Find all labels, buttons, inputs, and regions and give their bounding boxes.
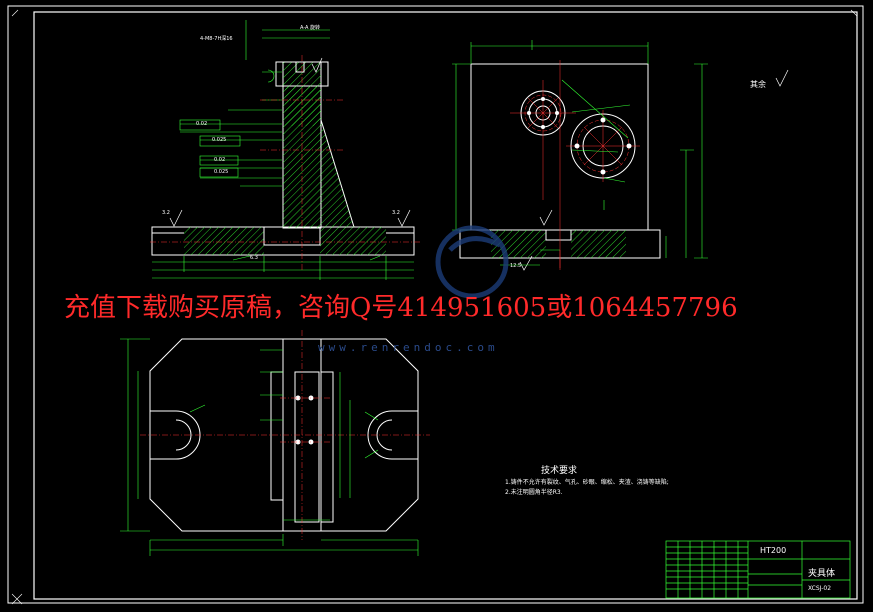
material: HT200 (760, 546, 787, 555)
surface-note: 其余 (750, 80, 766, 89)
part-name: 夹具体 (808, 569, 836, 579)
top-dims (120, 338, 419, 556)
tol-4: 0.025 (214, 169, 229, 175)
rough-1: 3.2 (162, 210, 170, 216)
roughness-symbols (169, 57, 789, 271)
tol-2: 0.025 (212, 137, 227, 143)
tol-1: 0.02 (196, 121, 208, 127)
hole-callout: 4-M8-7H深16 (200, 36, 233, 42)
side-small-holes (527, 97, 632, 175)
rough-4: 6.3 (250, 255, 258, 261)
notes-title: 技术要求 (541, 466, 578, 476)
title-block (665, 540, 851, 599)
notes-line-1: 1.铸件不允许有裂纹、气孔、砂眼、缩松、夹渣、浇铸等缺陷; (505, 479, 669, 486)
top-holes (295, 395, 314, 445)
watermark-site: www.renrendoc.com (318, 341, 499, 354)
front-view (151, 61, 415, 256)
section-label: A-A 旋转 (300, 25, 321, 31)
drawing-number: XCSJ-02 (808, 585, 832, 592)
top-centerlines (140, 330, 430, 540)
rough-3: 12.5 (510, 263, 522, 269)
outer-frame (7, 5, 864, 604)
tol-3: 0.02 (214, 157, 226, 163)
rough-2: 3.2 (392, 210, 400, 216)
watermark-text: 充值下载购买原稿，咨询Q号414951605或1064457796 (64, 293, 738, 323)
corner-mark (11, 593, 23, 605)
notes-line-2: 2.未注明圆角半径R3. (505, 489, 563, 496)
front-centerlines (150, 55, 420, 270)
watermark-logo (435, 225, 509, 299)
inner-frame (33, 11, 858, 600)
